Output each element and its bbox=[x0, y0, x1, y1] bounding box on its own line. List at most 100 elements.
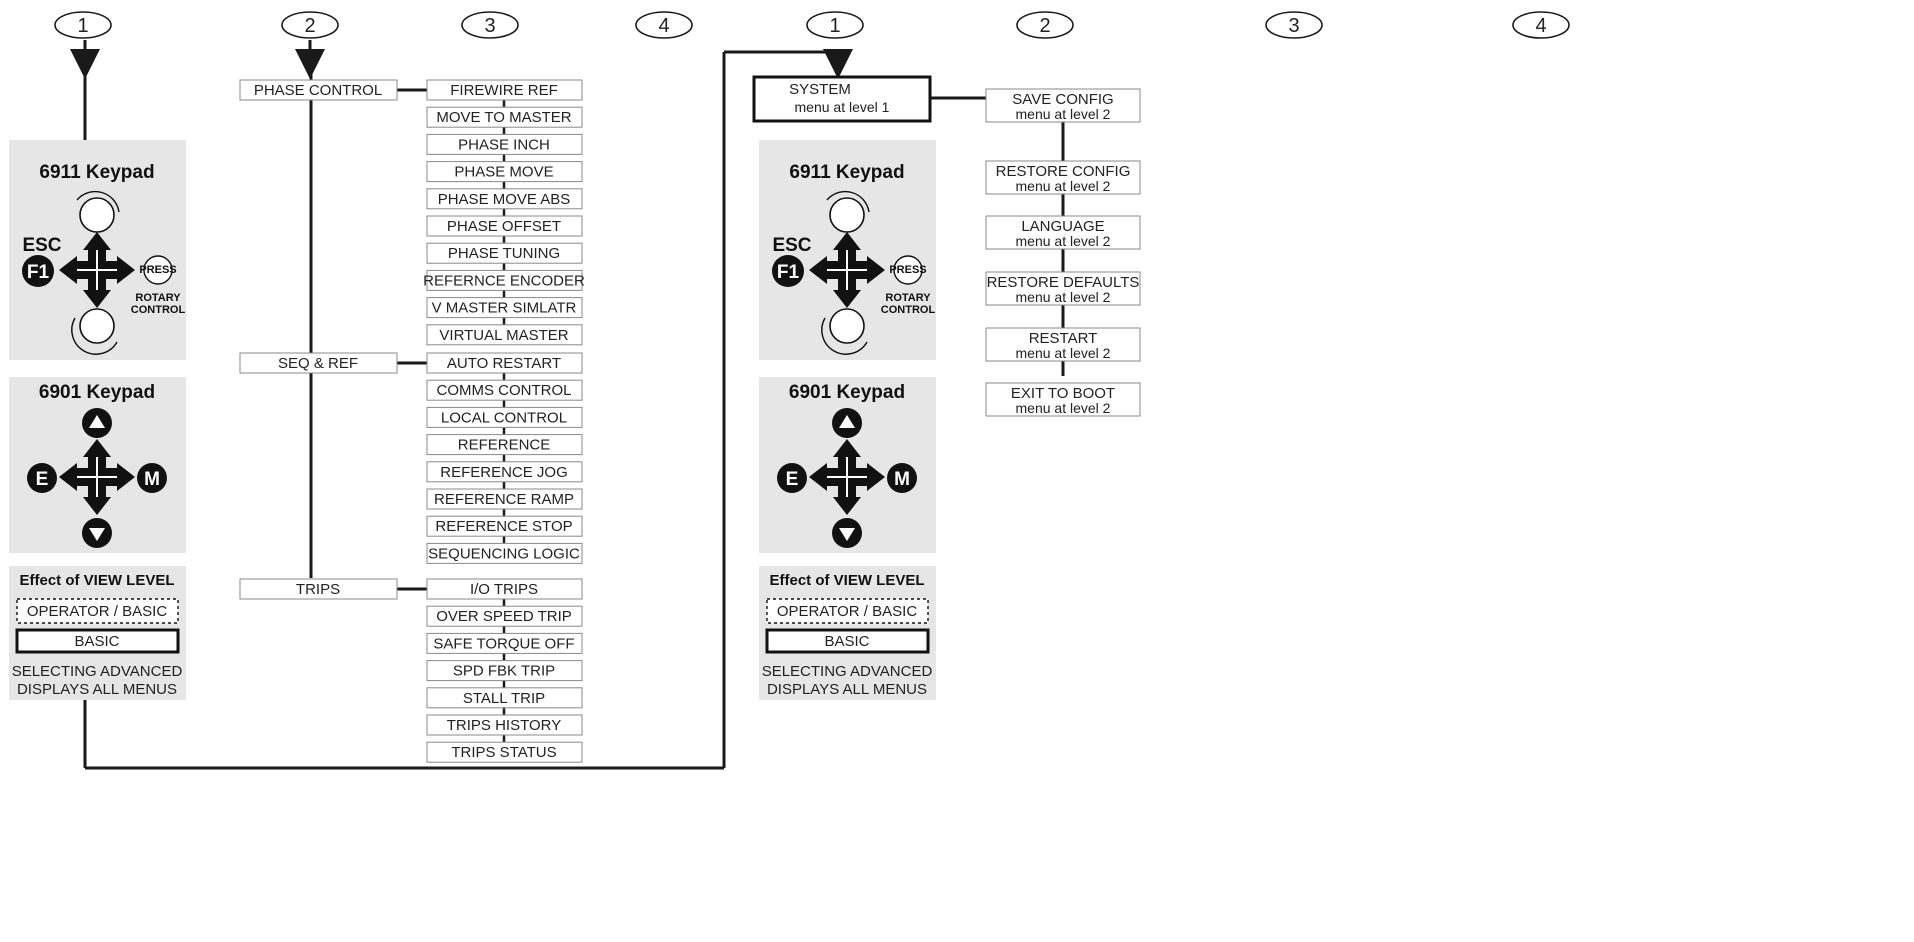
menu-item-box[interactable] bbox=[426, 161, 583, 183]
system-menu-item-box[interactable] bbox=[985, 327, 1141, 362]
menu-item-box[interactable] bbox=[426, 324, 583, 346]
view-level-note-line2: DISPLAYS ALL MENUS bbox=[17, 681, 177, 698]
menu-item: VIRTUAL MASTER bbox=[426, 324, 583, 346]
rotate-clockwise-icon bbox=[826, 190, 870, 213]
menu-group-box[interactable] bbox=[239, 79, 398, 101]
menu-item-box[interactable] bbox=[426, 687, 583, 709]
menu-item-box[interactable] bbox=[426, 215, 583, 237]
system-menu-item-box[interactable] bbox=[985, 382, 1141, 417]
rotate-clockwise-icon bbox=[76, 190, 120, 213]
menu-item: SPD FBK TRIP bbox=[426, 660, 583, 682]
system-menu-item-box[interactable] bbox=[985, 88, 1141, 123]
view-level-note-line1: SELECTING ADVANCED bbox=[762, 663, 933, 680]
menu-item-box[interactable] bbox=[426, 714, 583, 736]
menu-item-box[interactable] bbox=[426, 461, 583, 483]
menu-item-label: REFERENCE RAMP bbox=[434, 491, 574, 508]
menu-item-box[interactable] bbox=[426, 379, 583, 401]
arrow-left-icon[interactable] bbox=[59, 463, 77, 491]
menu-item-box[interactable] bbox=[426, 542, 583, 564]
m-button[interactable] bbox=[137, 463, 167, 493]
menu-item-label: SAFE TORQUE OFF bbox=[433, 635, 574, 652]
arrow-down-icon[interactable] bbox=[83, 290, 111, 308]
press-button[interactable] bbox=[143, 255, 173, 285]
column-number-circle bbox=[1265, 11, 1323, 39]
arrow-left-icon[interactable] bbox=[59, 256, 77, 284]
menu-item-box[interactable] bbox=[426, 488, 583, 510]
menu-item-box[interactable] bbox=[426, 605, 583, 627]
arrow-up-icon[interactable] bbox=[83, 439, 111, 457]
system-menu-item-subtitle: menu at level 2 bbox=[1016, 178, 1111, 194]
menu-item-box[interactable] bbox=[426, 106, 583, 128]
keypad-6911-title: 6911 Keypad bbox=[39, 162, 154, 183]
rotary-knob-bottom-icon[interactable] bbox=[79, 308, 115, 344]
arrow-up-icon[interactable] bbox=[833, 439, 861, 457]
arrow-down-icon[interactable] bbox=[833, 497, 861, 515]
m-button[interactable] bbox=[887, 463, 917, 493]
menu-item-box[interactable] bbox=[426, 242, 583, 264]
arrow-right-icon[interactable] bbox=[117, 256, 135, 284]
menu-group-box[interactable] bbox=[239, 578, 398, 600]
system-menu-item-subtitle: menu at level 2 bbox=[1016, 345, 1111, 361]
f1-button[interactable] bbox=[772, 255, 804, 287]
menu-item-box[interactable] bbox=[426, 133, 583, 155]
column-number-8: 4 bbox=[1512, 11, 1570, 39]
e-button[interactable] bbox=[27, 463, 57, 493]
system-menu-item-title: LANGUAGE bbox=[1021, 218, 1104, 235]
arrow-right-icon[interactable] bbox=[867, 256, 885, 284]
menu-item-box[interactable] bbox=[426, 352, 583, 374]
menu-item-box[interactable] bbox=[426, 188, 583, 210]
system-menu-item-box[interactable] bbox=[985, 271, 1141, 306]
menu-item: PHASE MOVE ABS bbox=[426, 188, 583, 210]
press-label: PRESS bbox=[139, 264, 176, 276]
system-menu-box[interactable] bbox=[752, 75, 932, 123]
press-button[interactable] bbox=[893, 255, 923, 285]
operator-basic-label: OPERATOR / BASIC bbox=[777, 603, 917, 620]
menu-item-box[interactable] bbox=[426, 515, 583, 537]
menu-item: TRIPS STATUS bbox=[426, 741, 583, 763]
arrow-right-icon[interactable] bbox=[117, 463, 135, 491]
arrow-right-icon[interactable] bbox=[867, 463, 885, 491]
f1-button[interactable] bbox=[22, 255, 54, 287]
menu-item-box[interactable] bbox=[426, 406, 583, 428]
menu-item: I/O TRIPS bbox=[426, 578, 583, 600]
arrow-left-icon[interactable] bbox=[809, 256, 827, 284]
rotate-counterclockwise-icon bbox=[71, 317, 118, 355]
menu-item: REFERENCE JOG bbox=[426, 461, 583, 483]
menu-item-box[interactable] bbox=[426, 79, 583, 101]
menu-item-box[interactable] bbox=[426, 578, 583, 600]
menu-item-box[interactable] bbox=[426, 660, 583, 682]
arrow-up-icon[interactable] bbox=[83, 232, 111, 250]
menu-item-label: V MASTER SIMLATR bbox=[432, 300, 577, 317]
menu-item-label: SPD FBK TRIP bbox=[453, 663, 555, 680]
system-menu-item-title: RESTORE CONFIG bbox=[996, 163, 1131, 180]
arrow-left-icon[interactable] bbox=[809, 463, 827, 491]
arrow-down-icon[interactable] bbox=[833, 290, 861, 308]
menu-item-box[interactable] bbox=[426, 632, 583, 654]
basic-box bbox=[765, 628, 930, 654]
column-number-label: 3 bbox=[1288, 15, 1299, 37]
basic-label: BASIC bbox=[74, 633, 119, 650]
arrow-down-icon[interactable] bbox=[83, 497, 111, 515]
rotary-knob-top-icon[interactable] bbox=[829, 197, 865, 233]
menu-item-box[interactable] bbox=[426, 434, 583, 456]
e-label: E bbox=[786, 469, 799, 490]
rotary-knob-top-icon[interactable] bbox=[79, 197, 115, 233]
menu-group-box[interactable] bbox=[239, 352, 398, 374]
menu-item-label: REFERNCE ENCODER bbox=[423, 272, 585, 289]
column-number-6: 2 bbox=[1016, 11, 1074, 39]
menu-group: SEQ & REF bbox=[239, 352, 398, 374]
rotary-knob-bottom-icon[interactable] bbox=[829, 308, 865, 344]
menu-item-box[interactable] bbox=[426, 269, 583, 291]
arrow-up-icon[interactable] bbox=[833, 232, 861, 250]
menu-item-box[interactable] bbox=[426, 297, 583, 319]
system-menu-item-box[interactable] bbox=[985, 160, 1141, 195]
system-menu-item-title: RESTORE DEFAULTS bbox=[987, 274, 1140, 291]
menu-item-box[interactable] bbox=[426, 741, 583, 763]
system-menu-item-box[interactable] bbox=[985, 215, 1141, 250]
basic-box bbox=[15, 628, 180, 654]
column-number-5: 1 bbox=[806, 11, 864, 39]
e-button[interactable] bbox=[777, 463, 807, 493]
